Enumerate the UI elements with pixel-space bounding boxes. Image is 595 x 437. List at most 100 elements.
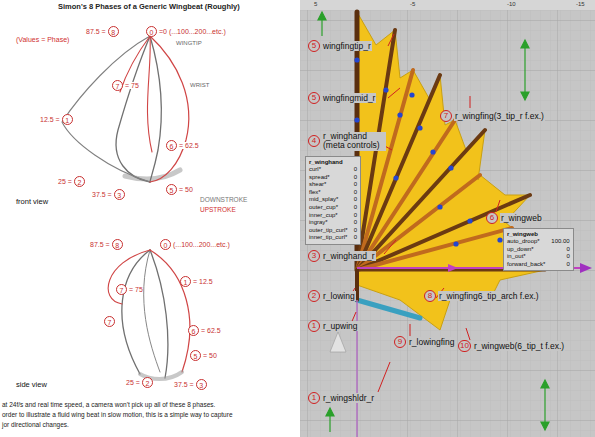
phase-value: 87.5 = [86,28,106,35]
part-label: WRIST [190,82,209,89]
arrow-head [448,264,458,272]
joint-dot [448,165,453,170]
note-text: at 24f/s and real time speed, a camera w… [2,401,215,408]
attribute-value: 0 [354,181,357,189]
phase-marker: 5= 50 [190,350,217,361]
arrow-line [524,42,525,98]
attribute-value: 0 [354,227,357,235]
arrow-head [521,92,529,100]
legend-note: UPSTROKE [200,206,236,213]
callout-number: 2 [74,176,85,187]
callout-number: 5 [166,184,177,195]
downstroke-curve [144,250,160,372]
upstroke-curve [150,250,190,372]
callout-number: 4 [308,135,320,147]
part-name: r_wingfing(3_tip_r f.ex.) [454,111,545,121]
ruler-number: -10 [507,1,516,8]
viewport-grid [300,0,595,437]
attribute-name: inner_tip_curl* [309,234,348,242]
joint-dot [417,125,422,130]
phase-value: (...100...200...etc.) [173,241,230,248]
joint-dot [397,112,402,117]
attribute-name: flex* [309,189,348,197]
rig-callout: 6r_wingweb [486,212,543,224]
rig-callout: 3r_winghand_r [308,250,376,262]
attribute-name: ingray* [309,219,348,227]
attribute-panel: r_winghandcurl*0spread*0shear*0flex*0mid… [305,156,361,245]
legend-note: DOWNSTROKE [200,196,247,203]
attribute-value: 0 [354,196,357,204]
attribute-name: mid_splay* [309,196,348,204]
wing-bone [357,228,512,270]
phase-value: = 12.5 [193,278,213,285]
attribute-value: 100.00 [551,238,569,246]
callout-number: 2 [308,290,320,302]
attribute-value: 0 [354,234,357,242]
note-text: order to illustrate a fluid wing beat in… [2,411,233,418]
attribute-name: in_out* [507,253,545,261]
attribute-value: 0 [354,166,357,174]
callout-number: 7 [104,316,115,327]
gizmo-triangle [330,332,346,352]
phase-marker: 37.5 =3 [174,379,207,390]
joint-dot [437,204,442,209]
attribute-name: curl* [309,166,348,174]
phase-value: 12.5 = [40,116,60,123]
leader-line [496,200,500,212]
viewport-grid [300,0,595,437]
upstroke-curve [147,36,152,152]
callout-number: 6 [188,325,199,336]
attribute-name: auto_droop* [507,238,545,246]
joint-dot [409,92,414,97]
upstroke-curve [120,36,150,92]
phase-marker: 5= 50 [166,184,193,195]
panel-heading: r_winghand [309,159,357,165]
part-name: r_upwing [322,321,359,331]
ruler-number: 5 [314,1,317,8]
part-name: r_wingweb [500,213,543,223]
callout-number: 8 [112,239,123,250]
phase-marker: 7 [104,316,115,327]
panel-heading: r_wingweb [507,231,570,237]
phase-value: = 75 [125,82,139,89]
callout-number: 5 [308,92,320,104]
joint-dot [453,241,458,246]
downstroke-curve [116,36,150,182]
part-name: r_lowingfing [408,337,455,347]
note-text: (Values = Phase) [16,36,69,44]
phase-marker: 0=0 (...100...200...etc.) [146,26,226,37]
arrow-head [541,422,549,430]
arrow-line [544,382,545,428]
callout-number: 5 [308,40,320,52]
phase-value: 87.5 = [90,241,110,248]
rig-callout: 7r_wingfing(3_tip_r f.ex.) [440,110,545,122]
arrow-head [521,40,529,48]
phase-marker: 12.5 =1 [40,114,73,125]
joint-dot [430,149,435,154]
side-view-sketch [108,250,190,379]
leader-lines [350,34,500,392]
phase-marker: 1= 12.5 [180,276,213,287]
part-name: r_winghand_r [322,251,376,261]
callout-number: 1 [308,392,320,404]
view-label: front view [16,198,48,207]
phase-value: = 62.5 [201,327,221,334]
callout-number: 3 [114,189,125,200]
panel-rows: curl*0spread*0shear*0flex*0mid_splay*0ou… [309,166,357,242]
phase-marker: 25 =2 [58,176,85,187]
phase-value: 25 = [58,178,72,185]
rig-callout: 5wingfingmid_r [308,92,376,104]
rig-callout: 5wingfingtip_r [308,40,372,52]
phase-value: 25 = [126,379,140,386]
lower-arm-bone [357,300,420,318]
part-name: r_wingfing6_tip_arch f.ex.) [438,291,540,301]
leader-line [470,96,471,108]
phase-value: = 50 [203,352,217,359]
callout-number: 1 [308,320,320,332]
phase-value: = 62.5 [179,142,199,149]
attribute-value: 0 [551,246,569,254]
ruler-bar [300,0,595,10]
part-name: wingfingtip_r [322,41,372,51]
part-name: wingfingmid_r [322,93,376,103]
note-text: jor directional changes. [2,421,69,428]
